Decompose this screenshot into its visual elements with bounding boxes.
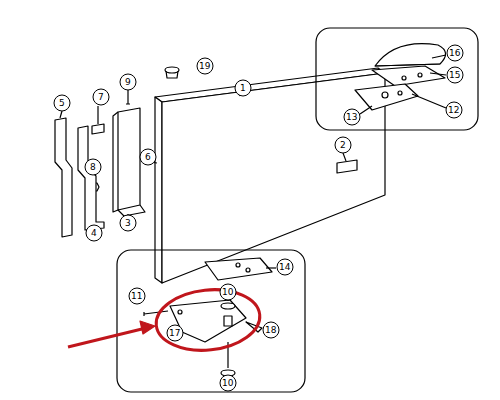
callout-number: 17 <box>169 329 180 338</box>
callout-ring <box>54 95 70 111</box>
callout-ring <box>447 45 463 61</box>
callout-number: 4 <box>91 229 97 238</box>
callout-ring <box>446 102 462 118</box>
callout-number: 15 <box>449 71 460 80</box>
callout-number: 13 <box>346 113 357 122</box>
callout-number: 3 <box>125 219 131 228</box>
callout-ring <box>220 375 236 391</box>
callout-ring <box>277 259 293 275</box>
callout-ring <box>344 109 360 125</box>
callout-number: 7 <box>98 93 104 102</box>
callout-ring <box>220 284 236 300</box>
callout-ring <box>120 215 136 231</box>
callout-number: 16 <box>449 49 460 58</box>
callout-ring <box>263 322 279 338</box>
callout-ring <box>120 74 136 90</box>
callout-ring <box>140 149 156 165</box>
callout-ring <box>335 137 351 153</box>
callout-number: 10 <box>222 288 233 297</box>
callout-ring <box>235 80 251 96</box>
callout-ring <box>85 159 101 175</box>
callout-number: 8 <box>90 163 96 172</box>
callout-ring <box>86 225 102 241</box>
callout-ring <box>129 288 145 304</box>
callout-ring <box>197 58 213 74</box>
callout-ring <box>93 89 109 105</box>
callout-number: 19 <box>199 62 210 71</box>
callout-number: 18 <box>265 326 276 335</box>
callout-number: 2 <box>340 141 346 150</box>
callout-number: 5 <box>59 99 65 108</box>
callout-number: 12 <box>448 106 459 115</box>
callout-number: 1 <box>240 84 246 93</box>
callout-number: 14 <box>279 263 290 272</box>
callout-number: 6 <box>145 153 151 162</box>
callout-number: 11 <box>131 292 142 301</box>
callout-ring <box>447 67 463 83</box>
callout-number: 10 <box>222 379 233 388</box>
callout-number: 9 <box>125 78 131 87</box>
callout-ring <box>167 325 183 341</box>
